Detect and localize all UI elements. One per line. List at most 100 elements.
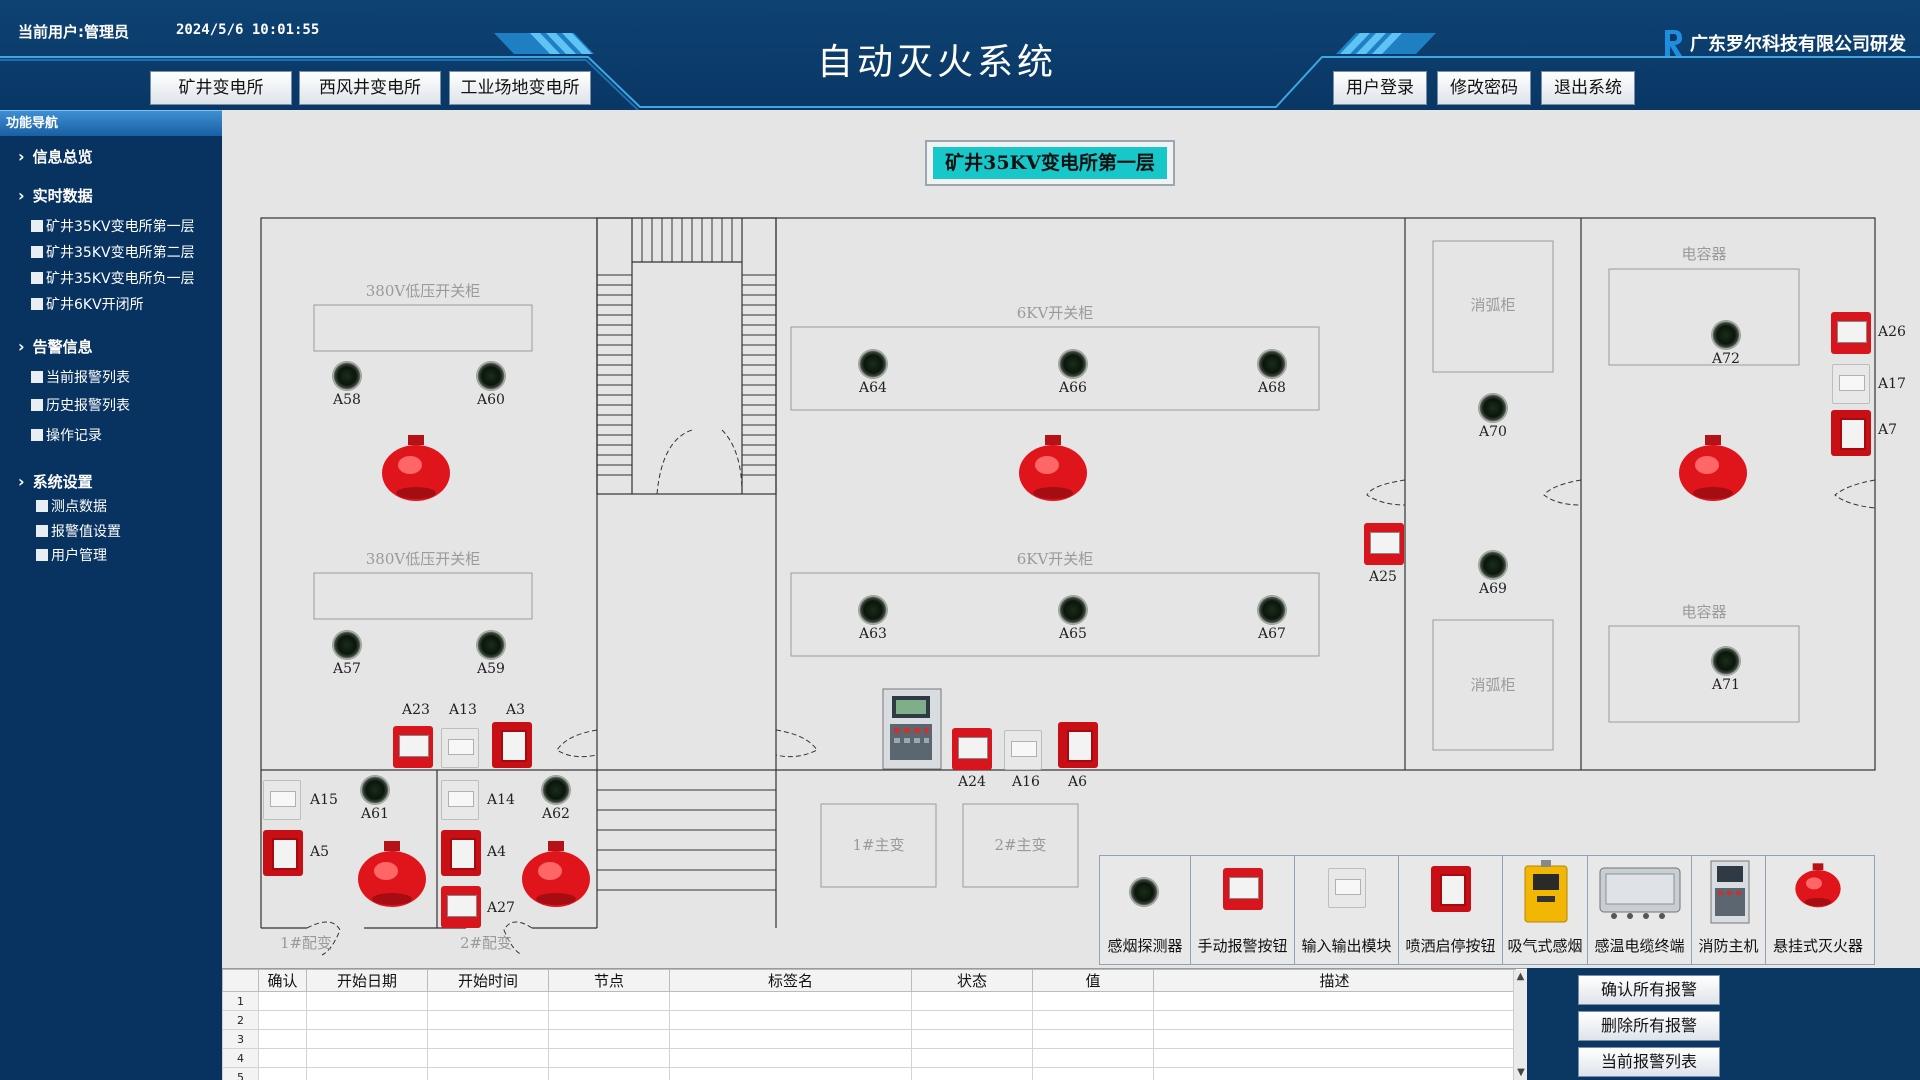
smoke-detector-A63[interactable] (859, 596, 887, 624)
header-decoration (0, 33, 1920, 110)
scroll-up-icon[interactable]: ▲ (1516, 971, 1525, 982)
company-brand: 广东罗尔科技有限公司研发 (1662, 28, 1906, 58)
tab-west-shaft-substation[interactable]: 西风井变电所 (299, 71, 441, 105)
extinguisher-icon[interactable] (380, 433, 452, 505)
heat-cable-terminal-icon (1599, 867, 1681, 919)
spray-button-A3[interactable] (492, 722, 532, 768)
extinguisher-icon[interactable] (520, 839, 592, 911)
current-alarm-list-button[interactable]: 当前报警列表 (1578, 1047, 1720, 1077)
io-module-A16[interactable] (1004, 730, 1042, 770)
nav-section-alarms[interactable]: 告警信息 (18, 336, 93, 357)
extinguisher-icon[interactable] (356, 839, 428, 911)
device-label-A72: A72 (1712, 351, 1740, 367)
table-row[interactable]: 3 (222, 1029, 1516, 1049)
legend-heat-cable-terminal: 感温电缆终端 (1588, 856, 1692, 964)
delete-all-alarms-button[interactable]: 删除所有报警 (1578, 1011, 1720, 1041)
io-module-A13[interactable] (441, 728, 479, 768)
label-6kv-cabinet-bottom: 6KV开关柜 (1016, 550, 1094, 568)
io-module-A14[interactable] (441, 780, 479, 820)
col-value[interactable]: 值 (1032, 969, 1154, 992)
smoke-detector-A61[interactable] (361, 776, 389, 804)
smoke-detector-A72[interactable] (1712, 321, 1740, 349)
smoke-detector-A57[interactable] (333, 631, 361, 659)
io-module-A15[interactable] (263, 780, 301, 820)
extinguisher-icon[interactable] (1017, 433, 1089, 505)
device-label-A7: A7 (1878, 422, 1898, 438)
col-node[interactable]: 节点 (548, 969, 670, 992)
device-label-A59: A59 (477, 661, 505, 677)
device-label-A65: A65 (1059, 626, 1087, 642)
nav-item-floor-1[interactable]: 矿井35KV变电所第一层 (31, 216, 195, 236)
io-module-A17[interactable] (1832, 364, 1870, 404)
legend-suspended-extinguisher: 悬挂式灭火器 (1766, 856, 1870, 964)
nav-item-floor-b1[interactable]: 矿井35KV变电所负一层 (31, 268, 195, 288)
floor-title-frame: 矿井35KV变电所第一层 (925, 140, 1175, 186)
col-description[interactable]: 描述 (1153, 969, 1516, 992)
scroll-down-icon[interactable]: ▼ (1517, 1067, 1525, 1078)
smoke-detector-A64[interactable] (859, 350, 887, 378)
table-row[interactable]: 4 (222, 1048, 1516, 1068)
spray-button-A6[interactable] (1058, 722, 1098, 768)
legend-manual-alarm-button: 手动报警按钮 (1191, 856, 1295, 964)
table-row[interactable]: 1 (222, 991, 1516, 1011)
nav-section-overview[interactable]: 信息总览 (18, 146, 93, 167)
spray-button-icon (1431, 866, 1471, 912)
smoke-detector-A66[interactable] (1059, 350, 1087, 378)
spray-button-A7[interactable] (1831, 410, 1871, 456)
current-user-label: 当前用户:管理员 (18, 23, 129, 41)
nav-square-icon (31, 298, 43, 310)
table-row[interactable]: 2 (222, 1010, 1516, 1030)
tab-mine-substation[interactable]: 矿井变电所 (150, 71, 292, 105)
nav-section-realtime[interactable]: 实时数据 (18, 185, 93, 206)
smoke-detector-A65[interactable] (1059, 596, 1087, 624)
col-tag-name[interactable]: 标签名 (669, 969, 912, 992)
device-label-A25: A25 (1369, 569, 1397, 585)
nav-item-alarm-threshold[interactable]: 报警值设置 (36, 521, 121, 541)
nav-item-current-alarms[interactable]: 当前报警列表 (31, 367, 130, 387)
nav-item-user-mgmt[interactable]: 用户管理 (36, 545, 107, 565)
tab-industrial-substation[interactable]: 工业场地变电所 (449, 71, 591, 105)
smoke-detector-A68[interactable] (1258, 350, 1286, 378)
confirm-all-alarms-button[interactable]: 确认所有报警 (1578, 975, 1720, 1005)
manual-alarm-button-A27[interactable] (441, 886, 481, 928)
alarm-table-scrollbar[interactable]: ▲ ▼ (1513, 970, 1527, 1080)
fire-control-host-icon[interactable] (882, 688, 942, 770)
smoke-detector-A67[interactable] (1258, 596, 1286, 624)
smoke-detector-A70[interactable] (1479, 394, 1507, 422)
col-start-time[interactable]: 开始时间 (427, 969, 549, 992)
extinguisher-icon[interactable] (1677, 433, 1749, 505)
col-confirm[interactable]: 确认 (258, 969, 307, 992)
manual-alarm-button-A24[interactable] (952, 728, 992, 770)
legend-fire-host: 消防主机 (1692, 856, 1766, 964)
nav-square-icon (31, 399, 43, 411)
smoke-detector-A58[interactable] (333, 362, 361, 390)
nav-item-point-data[interactable]: 测点数据 (36, 496, 107, 516)
spray-button-A4[interactable] (441, 830, 481, 876)
nav-item-history-alarms[interactable]: 历史报警列表 (31, 395, 130, 415)
exit-system-button[interactable]: 退出系统 (1541, 71, 1635, 105)
col-start-date[interactable]: 开始日期 (306, 969, 428, 992)
nav-item-operation-log[interactable]: 操作记录 (31, 425, 102, 445)
nav-item-floor-2[interactable]: 矿井35KV变电所第二层 (31, 242, 195, 262)
device-label-A58: A58 (333, 392, 361, 408)
device-label-A66: A66 (1059, 380, 1087, 396)
smoke-detector-A59[interactable] (477, 631, 505, 659)
smoke-detector-A60[interactable] (477, 362, 505, 390)
change-password-button[interactable]: 修改密码 (1437, 71, 1531, 105)
smoke-detector-A71[interactable] (1712, 647, 1740, 675)
legend-aspirating-smoke: 吸气式感烟 (1503, 856, 1588, 964)
manual-alarm-button-A23[interactable] (393, 726, 433, 768)
login-button[interactable]: 用户登录 (1333, 71, 1427, 105)
nav-section-settings[interactable]: 系统设置 (18, 471, 93, 492)
smoke-detector-A69[interactable] (1479, 551, 1507, 579)
device-label-A15: A15 (310, 792, 338, 808)
label-main-transformer-2: 2#主变 (994, 836, 1047, 854)
nav-item-6kv-switch[interactable]: 矿井6KV开闭所 (31, 294, 144, 314)
table-row[interactable]: 5 (222, 1067, 1516, 1080)
spray-button-A5[interactable] (263, 830, 303, 876)
manual-alarm-button-A26[interactable] (1831, 312, 1871, 354)
legend-io-module: 输入输出模块 (1295, 856, 1399, 964)
smoke-detector-A62[interactable] (542, 776, 570, 804)
col-status[interactable]: 状态 (911, 969, 1033, 992)
manual-alarm-button-A25[interactable] (1364, 523, 1404, 565)
